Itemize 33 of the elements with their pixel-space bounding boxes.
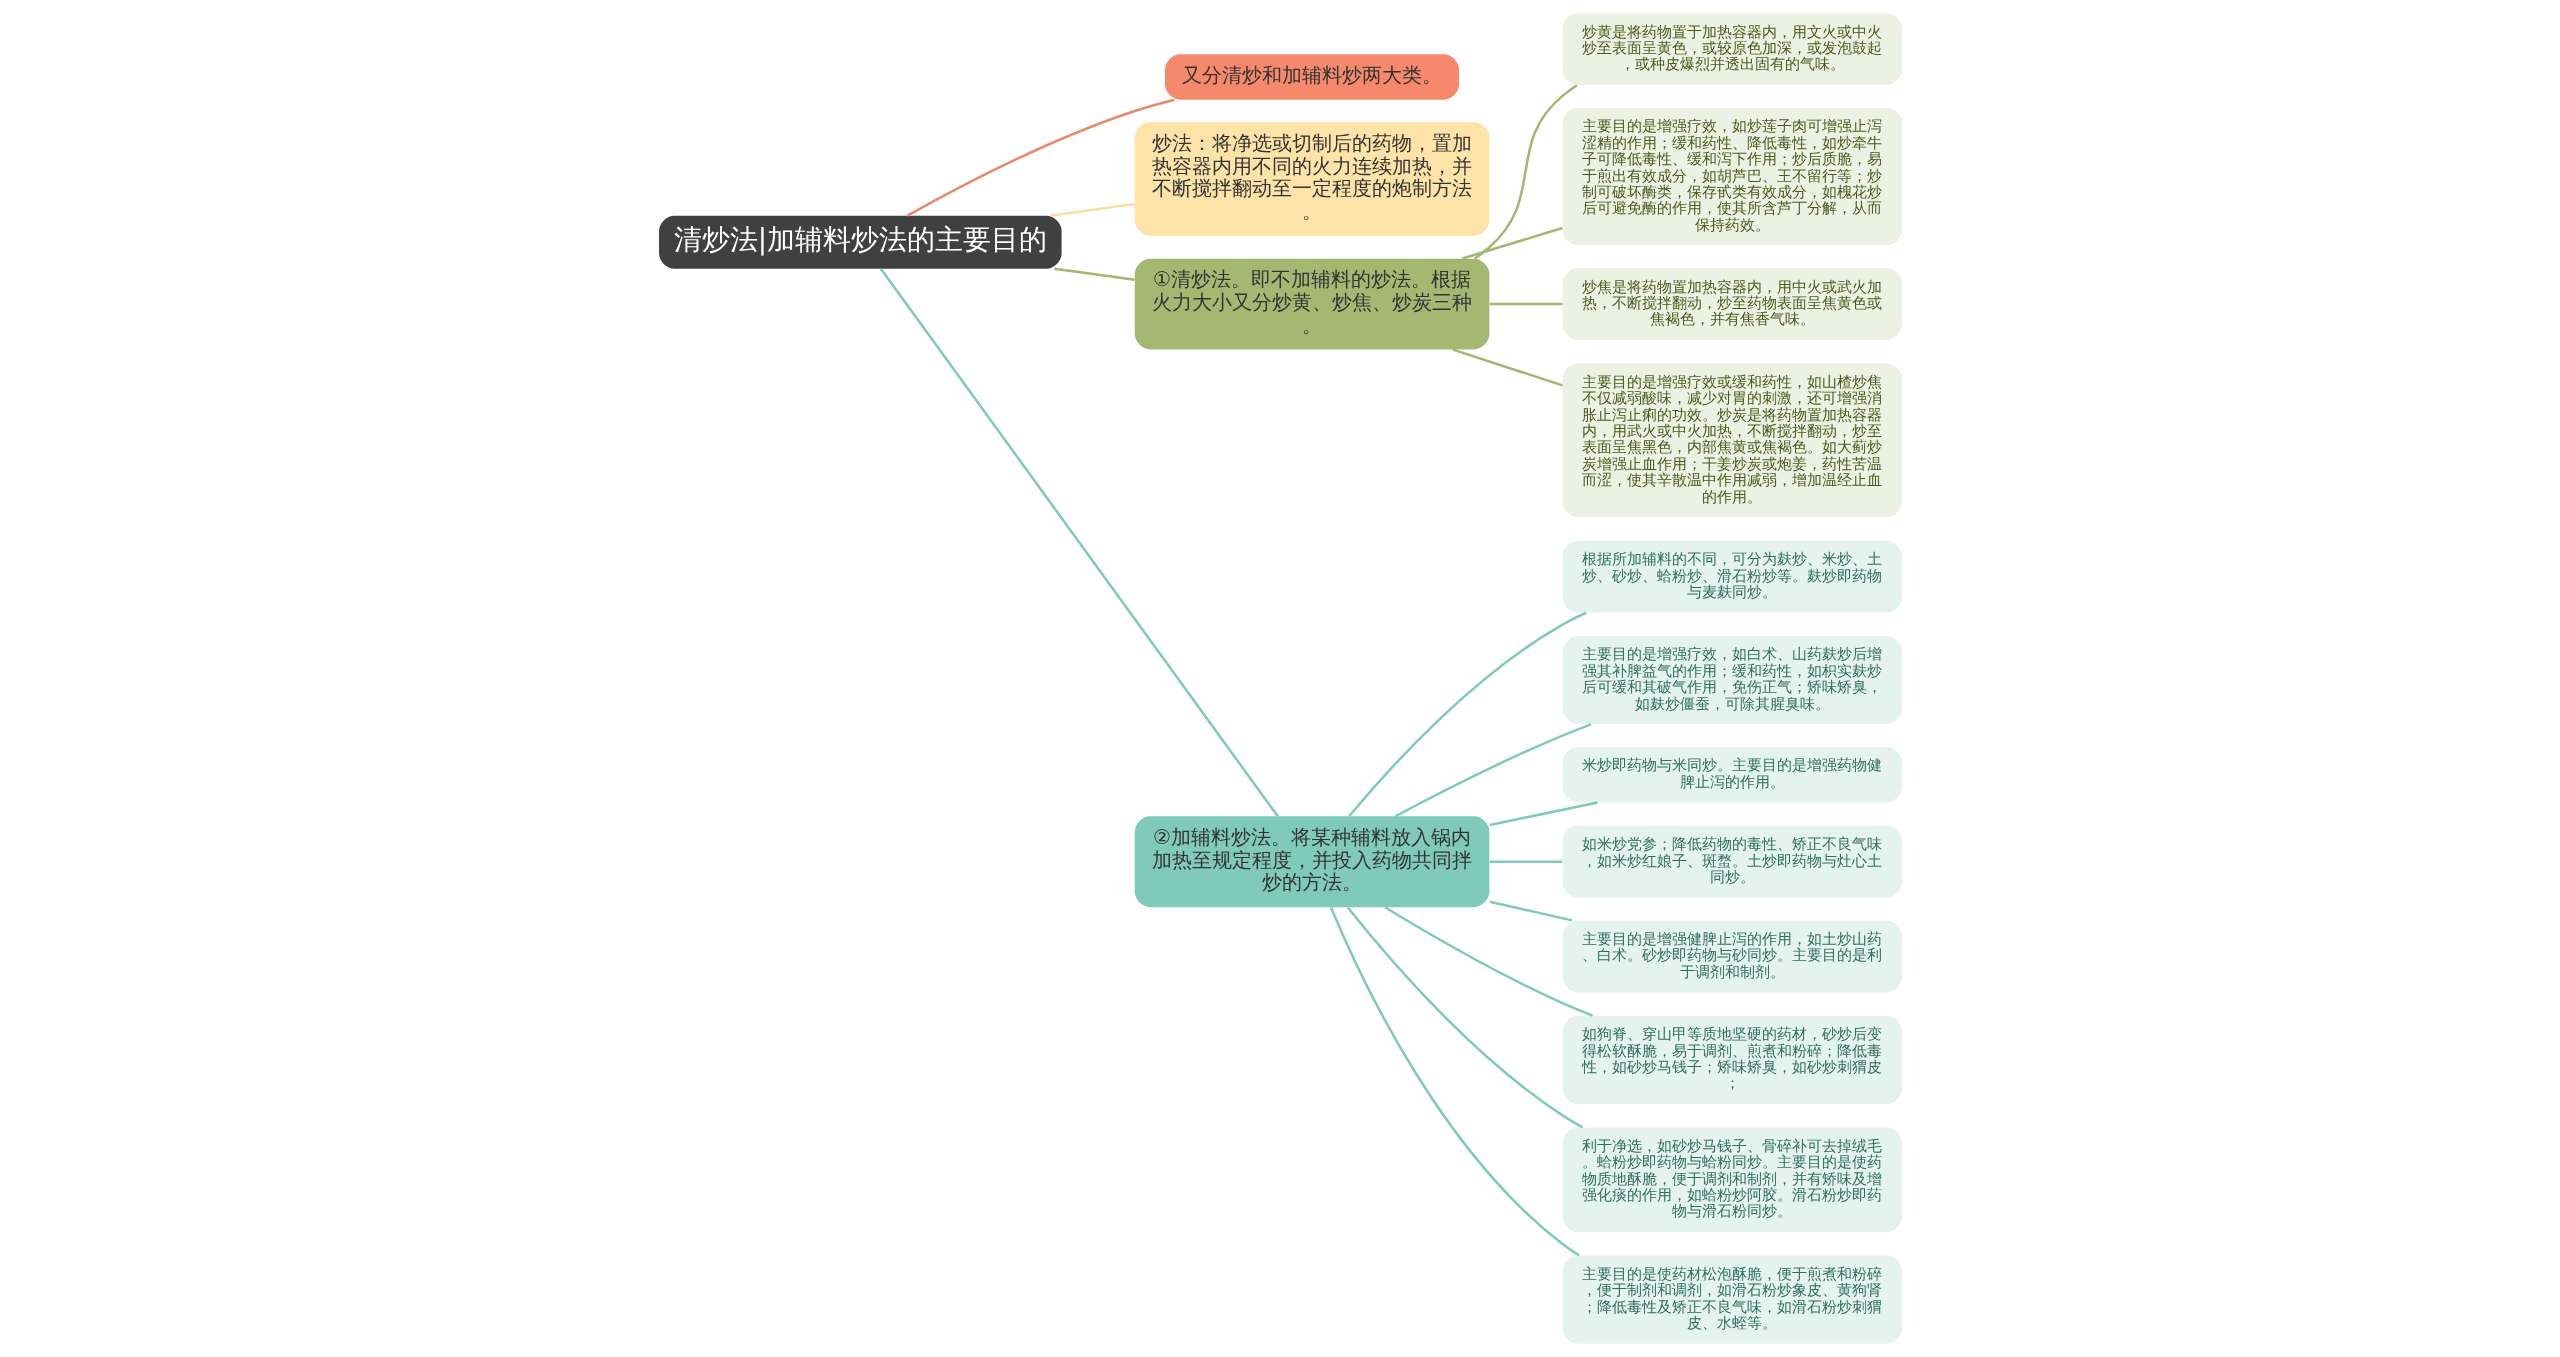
connector (1383, 906, 1593, 1017)
connector (1053, 267, 1135, 282)
node-box: 主要目的是增强疗效或缓和药性，如山楂炒焦不仅减弱酸味，减少对胃的刺激，还可增强消胀止泻止痢的功效。炒炭是将药物置加热容器内，用武火或中火加热，不断搅拌翻动，炒至表面呈焦黑色，内部焦黄或焦褐色。如大蓟炒炭增强止血作用；干姜炒炭或炮姜，药性苦温而涩，使其辛散温中作用减弱，增加温经止血的作用。 (1562, 363, 1902, 518)
connector (1461, 226, 1563, 260)
node-box: ②加辅料炒法。将某种辅料放入锅内加热至规定程度，并投入药物共同拌炒的方法。 (1134, 816, 1489, 908)
node-box: 主要目的是增强健脾止泻的作用，如土炒山药、白术。砂炒即药物与砂同炒。主要目的是利于调剂和制剂。 (1562, 920, 1902, 993)
connector (1452, 348, 1563, 387)
node-box: ①清炒法。即不加辅料的炒法。根据火力大小又分炒黄、炒焦、炒炭三种。 (1134, 258, 1489, 350)
connector (1489, 860, 1562, 864)
node-box: 主要目的是使药材松泡酥脆，便于煎煮和粉碎，便于制剂和调剂，如滑石粉炒象皮、黄狗肾；降低毒性及矫正不良气味，如滑石粉炒刺猬皮、水蛭等。 (1562, 1255, 1902, 1344)
node-box: 如狗脊、穿山甲等质地坚硬的药材，砂炒后变得松软酥脆，易于调剂、煎煮和粉碎；降低毒性，如砂炒马钱子；矫味矫臭，如砂炒刺猬皮； (1562, 1015, 1902, 1105)
connector (1329, 906, 1580, 1257)
connector (1473, 84, 1578, 260)
connector (1347, 611, 1587, 817)
connector (1049, 202, 1135, 217)
connector (1346, 906, 1583, 1129)
connector (1489, 302, 1562, 306)
node-box: 主要目的是增强疗效，如炒莲子肉可增强止泻涩精的作用；缓和药性、降低毒性，如炒牵牛子可降低毒性、缓和泻下作用；炒后质脆，易于煎出有效成分，如胡芦巴、王不留行等；炒制可破坏酶类，保存甙类有效成分，如槐花炒后可避免酶的作用，使其所含芦丁分解，从而保持药效。 (1562, 107, 1902, 246)
node-box: 主要目的是增强疗效，如白术、山药麸炒后增强其补脾益气的作用；缓和药性，如枳实麸炒后可缓和其破气作用，免伤正气；矫味矫臭，如麸炒僵蚕，可除其腥臭味。 (1562, 635, 1902, 725)
node-box: 炒焦是将药物置加热容器内，用中火或武火加热，不断搅拌翻动，炒至药物表面呈焦黄色或焦褐色，并有焦香气味。 (1562, 268, 1902, 340)
node-box: 米炒即药物与米同炒。主要目的是增强药物健脾止泻的作用。 (1562, 746, 1902, 803)
connector (1489, 801, 1598, 827)
node-box: 炒黄是将药物置于加热容器内，用文火或中火炒至表面呈黄色，或较原色加深，或发泡鼓起，或种皮爆烈并透出固有的气味。 (1562, 13, 1902, 86)
node-box: 炒法：将净选或切制后的药物，置加热容器内用不同的火力连续加热，并不断搅拌翻动至一定程度的炮制方法。 (1134, 122, 1489, 236)
node-box: 清炒法|加辅料炒法的主要目的 (658, 215, 1062, 269)
connector (1489, 900, 1572, 922)
connector (1394, 723, 1592, 818)
node-box: 如米炒党参；降低药物的毒性、矫正不良气味，如米炒红娘子、斑蝥。土炒即药物与灶心土同炒。 (1562, 825, 1902, 898)
node-box: 根据所加辅料的不同，可分为麸炒、米炒、土炒、砂炒、蛤粉炒、滑石粉炒等。麸炒即药物与麦麸同炒。 (1562, 540, 1902, 613)
connector (879, 268, 1279, 818)
node-box: 利于净选，如砂炒马钱子、骨碎补可去掉绒毛。蛤粉炒即药物与蛤粉同炒。主要目的是使药物质地酥脆，便于调剂和制剂，并有矫味及增强化痰的作用，如蛤粉炒阿胶。滑石粉炒即药物与滑石粉同炒。 (1562, 1127, 1902, 1233)
connector (906, 98, 1175, 217)
node-box: 又分清炒和加辅料炒两大类。 (1164, 54, 1459, 100)
